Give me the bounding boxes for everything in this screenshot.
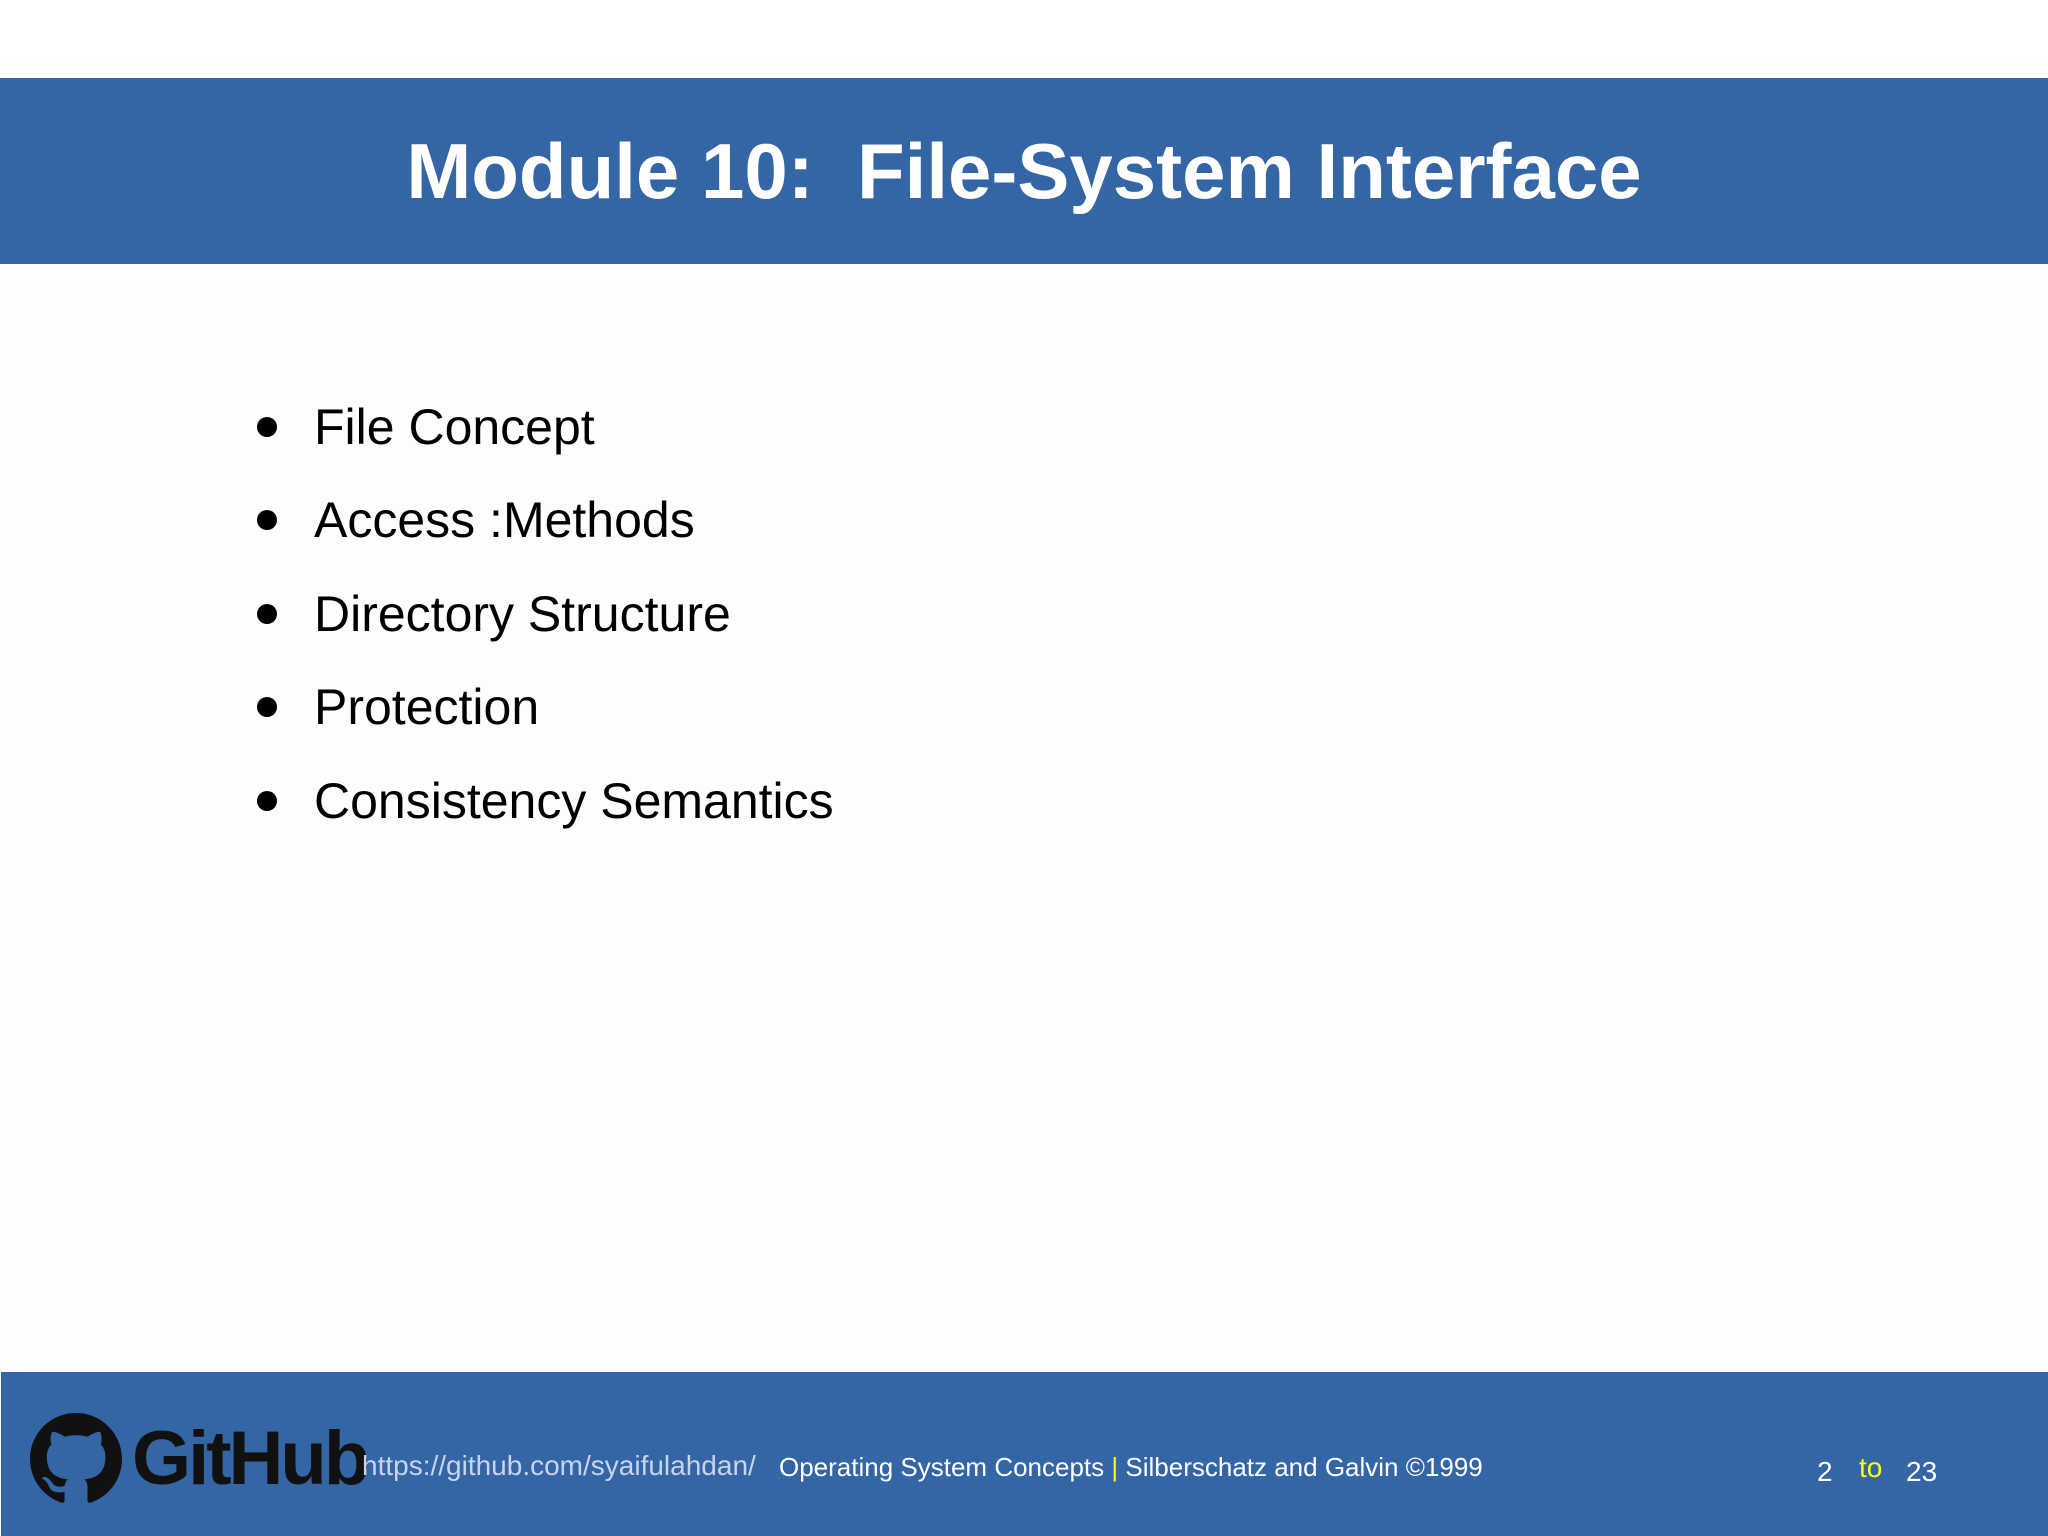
bullet-icon <box>257 510 277 531</box>
slide-title: Module 10: File-System Interface <box>406 126 1642 215</box>
page-total: 23 <box>1906 1456 1938 1487</box>
bullet-text: Access :Methods <box>314 492 695 549</box>
bullet-icon <box>257 603 277 624</box>
footer-url-link[interactable]: https://github.com/syaifulahdan/ <box>362 1450 756 1481</box>
github-wordmark: GitHub <box>132 1416 370 1501</box>
book-title: Operating System Concepts <box>779 1452 1112 1482</box>
bullet-text: Consistency Semantics <box>314 772 834 829</box>
footer-separator: | <box>1111 1452 1119 1482</box>
bullet-icon <box>257 416 277 437</box>
bullet-icon <box>257 697 277 718</box>
footer-credits: Operating System Concepts | Silberschatz… <box>779 1452 1483 1483</box>
bullet-text: Protection <box>314 679 540 736</box>
bullet-item: Protection <box>250 661 834 755</box>
page-current: 2 <box>1817 1456 1833 1487</box>
bullet-item: Consistency Semantics <box>250 754 834 848</box>
book-authors: Silberschatz and Galvin ©1999 <box>1118 1452 1483 1482</box>
github-octocat-icon <box>30 1413 122 1503</box>
github-logo: GitHub <box>30 1413 370 1505</box>
bullet-text: File Concept <box>314 398 595 455</box>
footer-bar <box>1 1372 2048 1536</box>
bullet-list: File Concept Access :Methods Directory S… <box>250 380 834 848</box>
bullet-icon <box>257 790 277 811</box>
bullet-item: Access :Methods <box>250 474 834 568</box>
bullet-item: File Concept <box>250 380 834 474</box>
title-bar: Module 10: File-System Interface <box>0 78 2048 264</box>
bullet-item: Directory Structure <box>250 567 834 661</box>
top-strip <box>0 0 2048 78</box>
bullet-text: Directory Structure <box>314 585 731 642</box>
page-to-label: to <box>1859 1452 1883 1483</box>
